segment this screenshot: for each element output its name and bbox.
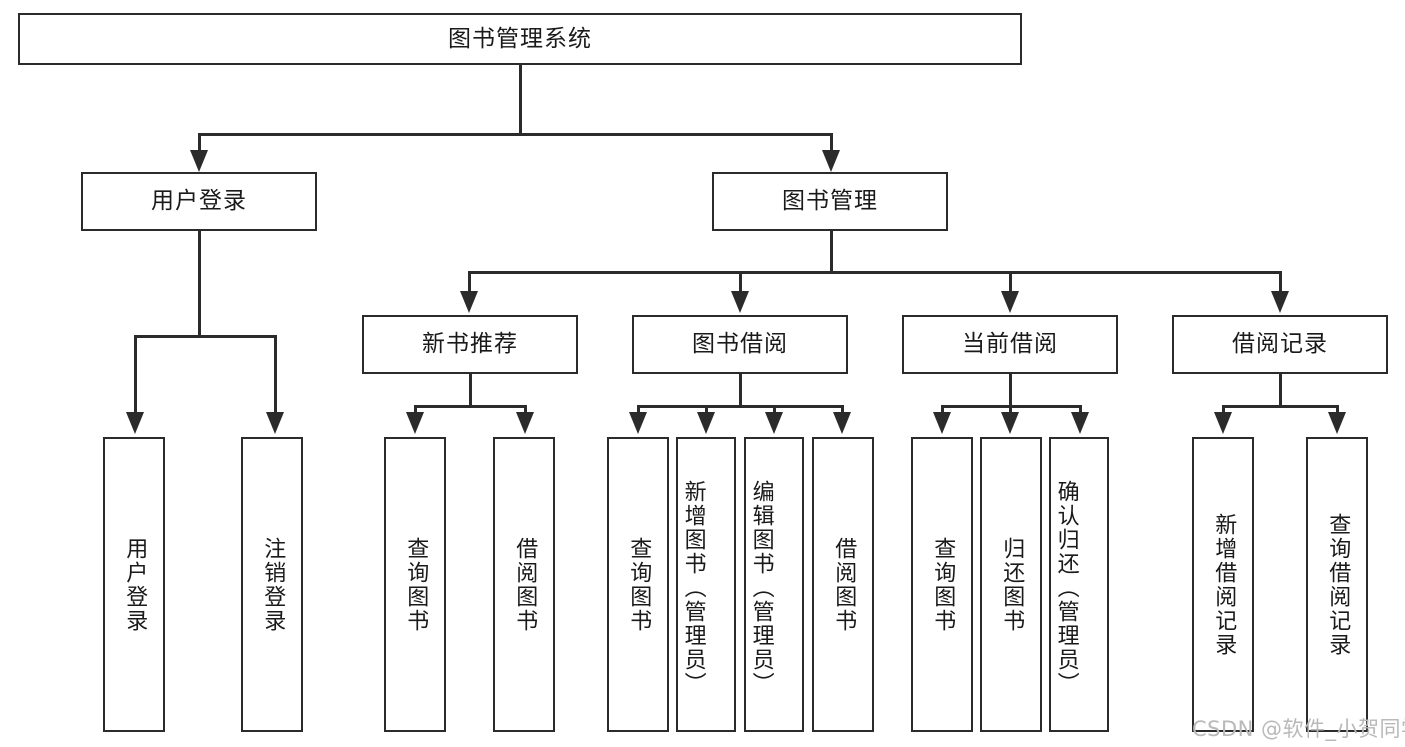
connector-nbr-right-drop bbox=[524, 405, 527, 417]
connector-new-book-recommend-stem bbox=[469, 374, 472, 407]
connector-to-new-book-recommend bbox=[468, 271, 471, 295]
arrowhead-leaf-query-book-1 bbox=[406, 412, 424, 434]
node-label: 图书管理系统 bbox=[448, 25, 592, 52]
leaf-label: 归还图书 bbox=[999, 536, 1025, 633]
connector-book-management-stem bbox=[830, 231, 833, 273]
arrowhead-leaf-return-book bbox=[1001, 412, 1019, 434]
arrowhead-to-book-management bbox=[822, 150, 840, 172]
connector-borrow-record-stem bbox=[1279, 374, 1282, 407]
leaf-label: 编辑图书（管理员） bbox=[748, 479, 774, 696]
connector-to-borrow-record bbox=[1279, 271, 1282, 295]
leaf-label: 借阅图书 bbox=[831, 536, 857, 633]
node-user-login[interactable]: 用户登录 bbox=[81, 172, 317, 231]
node-new-book-recommend[interactable]: 新书推荐 bbox=[362, 315, 578, 374]
connector-borrow-record-bar bbox=[1222, 405, 1338, 408]
connector-bb-drop-2 bbox=[705, 405, 708, 417]
leaf-add-borrow-record[interactable]: 新增借阅记录 bbox=[1192, 437, 1254, 732]
arrowhead-to-borrow-record bbox=[1271, 291, 1289, 313]
leaf-query-book-2[interactable]: 查询图书 bbox=[607, 437, 669, 732]
leaf-label: 新增借阅记录 bbox=[1211, 512, 1237, 657]
leaf-logout-login[interactable]: 注销登录 bbox=[241, 437, 303, 732]
leaf-label: 新增图书（管理员） bbox=[680, 479, 706, 696]
connector-bb-drop-1 bbox=[637, 405, 640, 417]
node-label: 图书借阅 bbox=[692, 331, 788, 358]
connector-br-left-drop bbox=[1222, 405, 1225, 417]
leaf-label: 查询借阅记录 bbox=[1325, 512, 1351, 657]
connector-to-book-management bbox=[830, 133, 833, 155]
leaf-add-book[interactable]: 新增图书（管理员） bbox=[676, 437, 736, 732]
arrowhead-leaf-borrow-book-1 bbox=[516, 412, 534, 434]
connector-to-current-borrow bbox=[1009, 271, 1012, 295]
arrowhead-to-book-borrow bbox=[731, 291, 749, 313]
connector-br-right-drop bbox=[1336, 405, 1339, 417]
connector-user-login-left-drop bbox=[134, 335, 137, 417]
connector-to-book-borrow bbox=[739, 271, 742, 295]
arrowhead-leaf-query-book-2 bbox=[629, 412, 647, 434]
node-book-borrow[interactable]: 图书借阅 bbox=[632, 315, 848, 374]
node-borrow-record[interactable]: 借阅记录 bbox=[1172, 315, 1388, 374]
arrowhead-leaf-confirm-return bbox=[1071, 412, 1089, 434]
connector-new-book-recommend-bar bbox=[414, 405, 526, 408]
connector-user-login-stem bbox=[198, 231, 201, 337]
arrowhead-leaf-user-login bbox=[126, 412, 144, 434]
connector-root-stem bbox=[519, 65, 522, 135]
node-label: 新书推荐 bbox=[422, 331, 518, 358]
node-label: 图书管理 bbox=[782, 188, 878, 215]
connector-cb-drop-2 bbox=[1009, 405, 1012, 417]
leaf-return-book[interactable]: 归还图书 bbox=[980, 437, 1042, 732]
connector-bb-drop-4 bbox=[841, 405, 844, 417]
connector-nbr-left-drop bbox=[414, 405, 417, 417]
arrowhead-to-current-borrow bbox=[1001, 291, 1019, 313]
node-book-management[interactable]: 图书管理 bbox=[712, 172, 948, 231]
arrowhead-leaf-borrow-book-2 bbox=[833, 412, 851, 434]
connector-user-login-right-drop bbox=[274, 335, 277, 417]
leaf-label: 借阅图书 bbox=[512, 536, 538, 633]
leaf-label: 用户登录 bbox=[122, 536, 148, 633]
node-label: 借阅记录 bbox=[1232, 331, 1328, 358]
connector-cb-drop-1 bbox=[941, 405, 944, 417]
arrowhead-to-new-book-recommend bbox=[460, 291, 478, 313]
leaf-label: 查询图书 bbox=[930, 536, 956, 633]
leaf-confirm-return[interactable]: 确认归还（管理员） bbox=[1049, 437, 1109, 732]
leaf-query-borrow-record[interactable]: 查询借阅记录 bbox=[1306, 437, 1368, 732]
leaf-borrow-book-1[interactable]: 借阅图书 bbox=[493, 437, 555, 732]
arrowhead-leaf-query-borrow-record bbox=[1328, 412, 1346, 434]
arrowhead-to-user-login bbox=[190, 150, 208, 172]
connector-cb-drop-3 bbox=[1079, 405, 1082, 417]
csdn-watermark: CSDN @软件_小贺同学 bbox=[1192, 717, 1405, 741]
connector-level3-bar bbox=[468, 271, 1280, 274]
leaf-label: 注销登录 bbox=[260, 536, 286, 633]
leaf-edit-book[interactable]: 编辑图书（管理员） bbox=[744, 437, 804, 732]
node-root-book-management-system[interactable]: 图书管理系统 bbox=[18, 13, 1022, 65]
connector-bb-drop-3 bbox=[773, 405, 776, 417]
connector-book-borrow-bar bbox=[637, 405, 843, 408]
leaf-label: 查询图书 bbox=[403, 536, 429, 633]
arrowhead-leaf-logout-login bbox=[266, 412, 284, 434]
leaf-query-book-3[interactable]: 查询图书 bbox=[911, 437, 973, 732]
connector-user-login-bar bbox=[134, 335, 276, 338]
node-current-borrow[interactable]: 当前借阅 bbox=[902, 315, 1118, 374]
arrowhead-leaf-add-borrow-record bbox=[1214, 412, 1232, 434]
connector-current-borrow-stem bbox=[1009, 374, 1012, 407]
node-label: 当前借阅 bbox=[962, 331, 1058, 358]
node-label: 用户登录 bbox=[151, 188, 247, 215]
leaf-label: 查询图书 bbox=[626, 536, 652, 633]
connector-book-borrow-stem bbox=[739, 374, 742, 407]
leaf-user-login[interactable]: 用户登录 bbox=[103, 437, 165, 732]
connector-level2-bar bbox=[198, 133, 832, 136]
leaf-borrow-book-2[interactable]: 借阅图书 bbox=[812, 437, 874, 732]
arrowhead-leaf-edit-book bbox=[765, 412, 783, 434]
arrowhead-leaf-query-book-3 bbox=[933, 412, 951, 434]
arrowhead-leaf-add-book bbox=[697, 412, 715, 434]
leaf-query-book-1[interactable]: 查询图书 bbox=[384, 437, 446, 732]
connector-to-user-login bbox=[198, 133, 201, 155]
leaf-label: 确认归还（管理员） bbox=[1053, 479, 1079, 696]
